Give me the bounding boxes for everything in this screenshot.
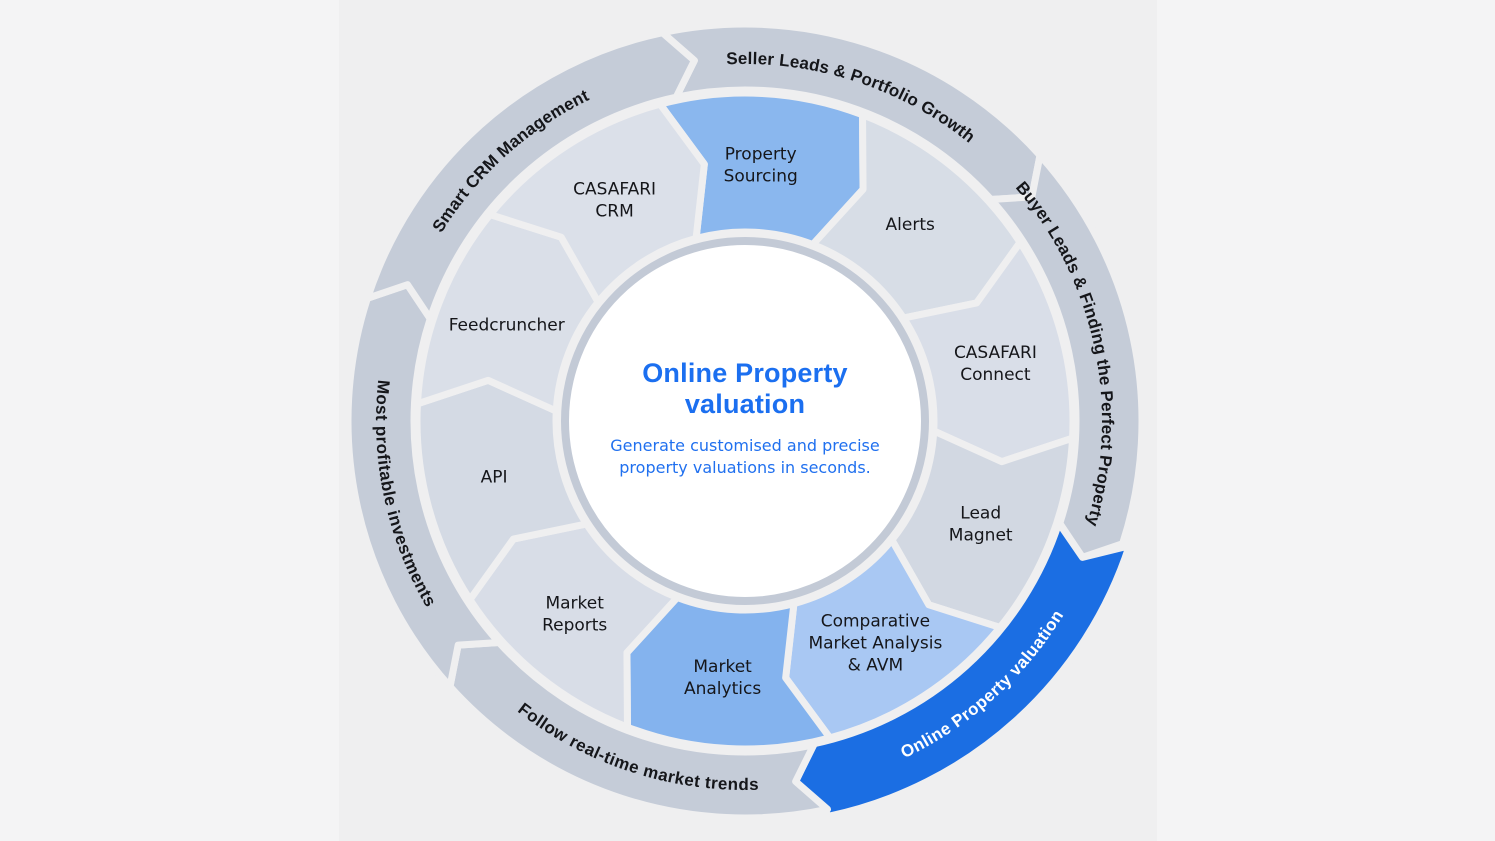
inner-segment-label-feedcruncher: Feedcruncher <box>449 316 565 336</box>
inner-segment-property-sourcing[interactable] <box>656 89 867 249</box>
inner-segment-feedcruncher[interactable] <box>413 211 602 415</box>
center-circle <box>561 237 929 605</box>
inner-ring <box>413 89 1077 753</box>
inner-segment-market-reports[interactable] <box>466 520 681 731</box>
inner-segment-market-analytics[interactable] <box>623 593 834 753</box>
inner-segment-casafari-connect[interactable] <box>900 238 1077 466</box>
inner-segment-casafari-crm[interactable] <box>486 100 708 306</box>
inner-segment-api[interactable] <box>413 376 590 604</box>
inner-segment-label-api: API <box>481 468 508 488</box>
inner-segment-lead-magnet[interactable] <box>888 427 1077 631</box>
inner-segment-alerts[interactable] <box>809 111 1024 322</box>
inner-segment-label-alerts: Alerts <box>886 215 935 235</box>
inner-segment-comparative-market-analysis-avm[interactable] <box>782 536 1004 742</box>
